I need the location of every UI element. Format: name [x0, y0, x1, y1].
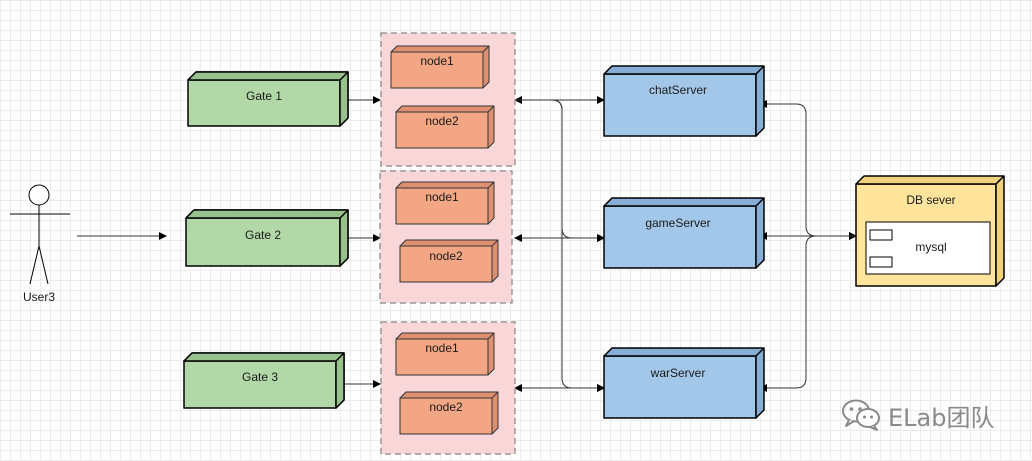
watermark-text: ELab团队 [888, 403, 995, 432]
gate-1-label: Gate 1 [245, 89, 283, 103]
mysql-label: mysql [915, 240, 947, 254]
group1-war-connector [551, 99, 605, 392]
component-port-icon [869, 229, 893, 241]
watermark: ELab团队 [840, 398, 994, 432]
node2-box [395, 105, 495, 149]
component-port-icon [869, 256, 893, 268]
db-server-label: DB sever [906, 193, 956, 207]
node-label: node2 [429, 400, 463, 414]
warserver-box [603, 347, 765, 419]
war-db-connector [759, 235, 856, 392]
node-label: node1 [425, 190, 459, 204]
gate-2-label: Gate 2 [244, 228, 282, 242]
node1-box [390, 45, 490, 89]
node2-box [399, 391, 499, 435]
db-server-box [855, 175, 1005, 287]
wechat-icon [842, 399, 880, 431]
node2-box [399, 239, 499, 283]
chatserver-label: chatServer [648, 83, 708, 97]
user-actor [10, 184, 70, 285]
node-label: node2 [429, 249, 463, 263]
node1-box [395, 181, 495, 225]
gate-3-label: Gate 3 [241, 370, 279, 384]
node1-box [395, 332, 495, 376]
actor-label: User3 [22, 290, 55, 304]
gate-2-box [185, 209, 349, 267]
node-label: node2 [425, 114, 459, 128]
gameserver-box [603, 197, 765, 269]
gate-3-box [183, 352, 345, 409]
gameserver-label: gameServer [645, 216, 711, 230]
node-label: node1 [420, 54, 454, 68]
gate-1-box [187, 71, 349, 127]
connectors [77, 96, 857, 392]
chatserver-box [603, 65, 765, 137]
node-label: node1 [425, 341, 459, 355]
warserver-label: warServer [650, 366, 706, 380]
